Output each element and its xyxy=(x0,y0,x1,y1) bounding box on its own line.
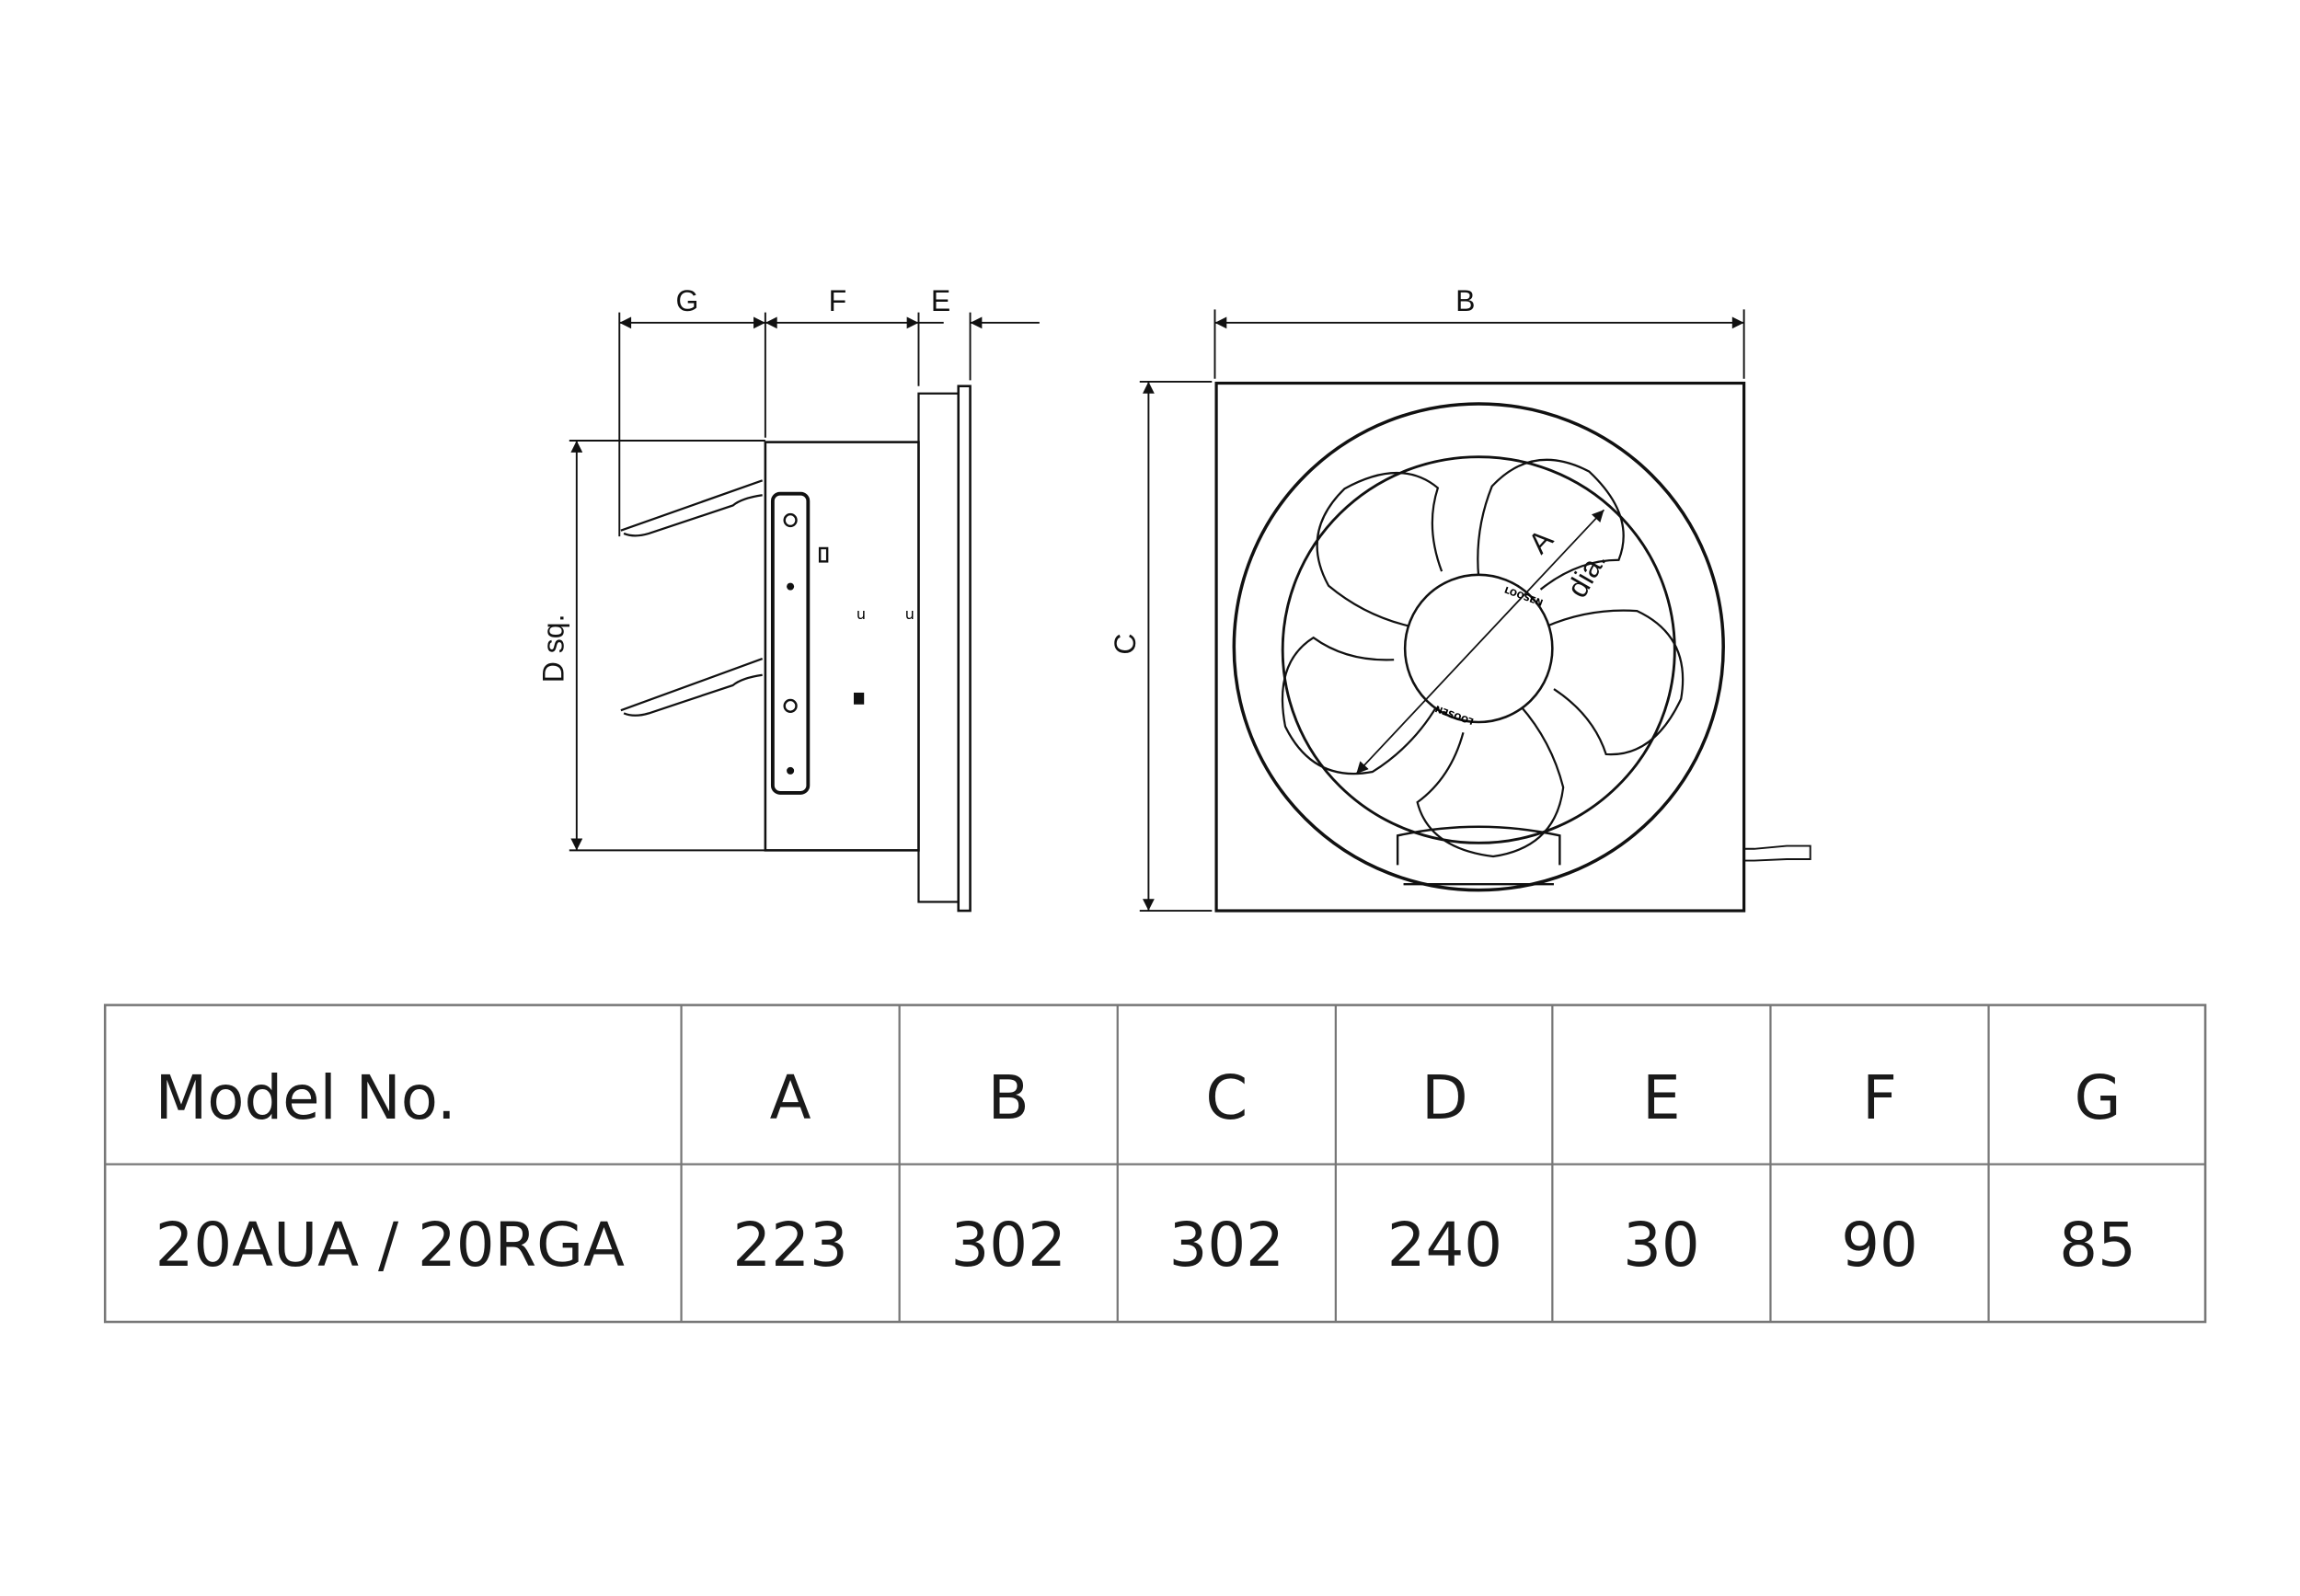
label-c: C xyxy=(1109,634,1142,655)
connector xyxy=(853,692,865,705)
cell-model: 20AUA / 20RGA xyxy=(155,1211,625,1280)
clip xyxy=(818,546,829,563)
tab: u xyxy=(857,605,866,623)
fan-body-side xyxy=(764,441,920,852)
cell-d: 240 xyxy=(1387,1211,1502,1280)
label-b: B xyxy=(1455,284,1475,317)
spec-table: Model No. A B C D E F G 20AUA / 20RGA 22… xyxy=(103,1004,2207,1324)
cell-e: 30 xyxy=(1623,1211,1700,1280)
header-f: F xyxy=(1862,1063,1897,1133)
label-g: G xyxy=(676,284,699,317)
hole xyxy=(787,766,795,775)
cell-a: 223 xyxy=(732,1211,847,1280)
mounting-bracket xyxy=(770,491,811,795)
fan-blade xyxy=(1316,472,1443,628)
header-model-no: Model No. xyxy=(155,1063,456,1133)
screw xyxy=(783,512,798,528)
cell-f: 90 xyxy=(1841,1211,1918,1280)
cell-b: 302 xyxy=(951,1211,1066,1280)
header-b: B xyxy=(988,1063,1029,1133)
table-header-row: Model No. A B C D E F G xyxy=(155,1063,2122,1133)
tab: u xyxy=(905,605,914,623)
hole xyxy=(787,582,795,591)
header-a: A xyxy=(770,1063,811,1133)
label-d: D sq. xyxy=(536,614,569,683)
label-dia: dia. xyxy=(1560,545,1613,603)
inner-ring xyxy=(1281,455,1676,844)
screw xyxy=(783,698,798,713)
header-e: E xyxy=(1642,1063,1681,1133)
fan-flange-side xyxy=(917,392,960,903)
label-e: E xyxy=(931,284,950,317)
bottom-grip xyxy=(1396,825,1561,886)
header-d: D xyxy=(1421,1063,1468,1133)
front-panel xyxy=(1214,381,1746,913)
cell-c: 302 xyxy=(1169,1211,1284,1280)
mounting-springs xyxy=(620,479,764,717)
label-a: A xyxy=(1522,522,1559,560)
header-g: G xyxy=(2075,1063,2122,1133)
dim-line-a xyxy=(1355,509,1605,775)
column-dividers xyxy=(680,1005,1990,1323)
table-row: 20AUA / 20RGA 223 302 302 240 30 90 85 xyxy=(155,1211,2136,1280)
header-c: C xyxy=(1205,1063,1248,1133)
fan-front-plate-side xyxy=(957,385,972,913)
fan-blade xyxy=(1545,609,1685,756)
side-extension-lines xyxy=(569,312,972,852)
cell-g: 85 xyxy=(2059,1211,2136,1280)
label-f: F xyxy=(829,284,847,317)
front-view: B C LOOSEN LOOSEN A dia. xyxy=(1109,284,1811,913)
power-cord xyxy=(1743,844,1811,862)
outer-ring xyxy=(1232,402,1725,892)
side-view: G F E D sq. u u xyxy=(536,284,1040,913)
